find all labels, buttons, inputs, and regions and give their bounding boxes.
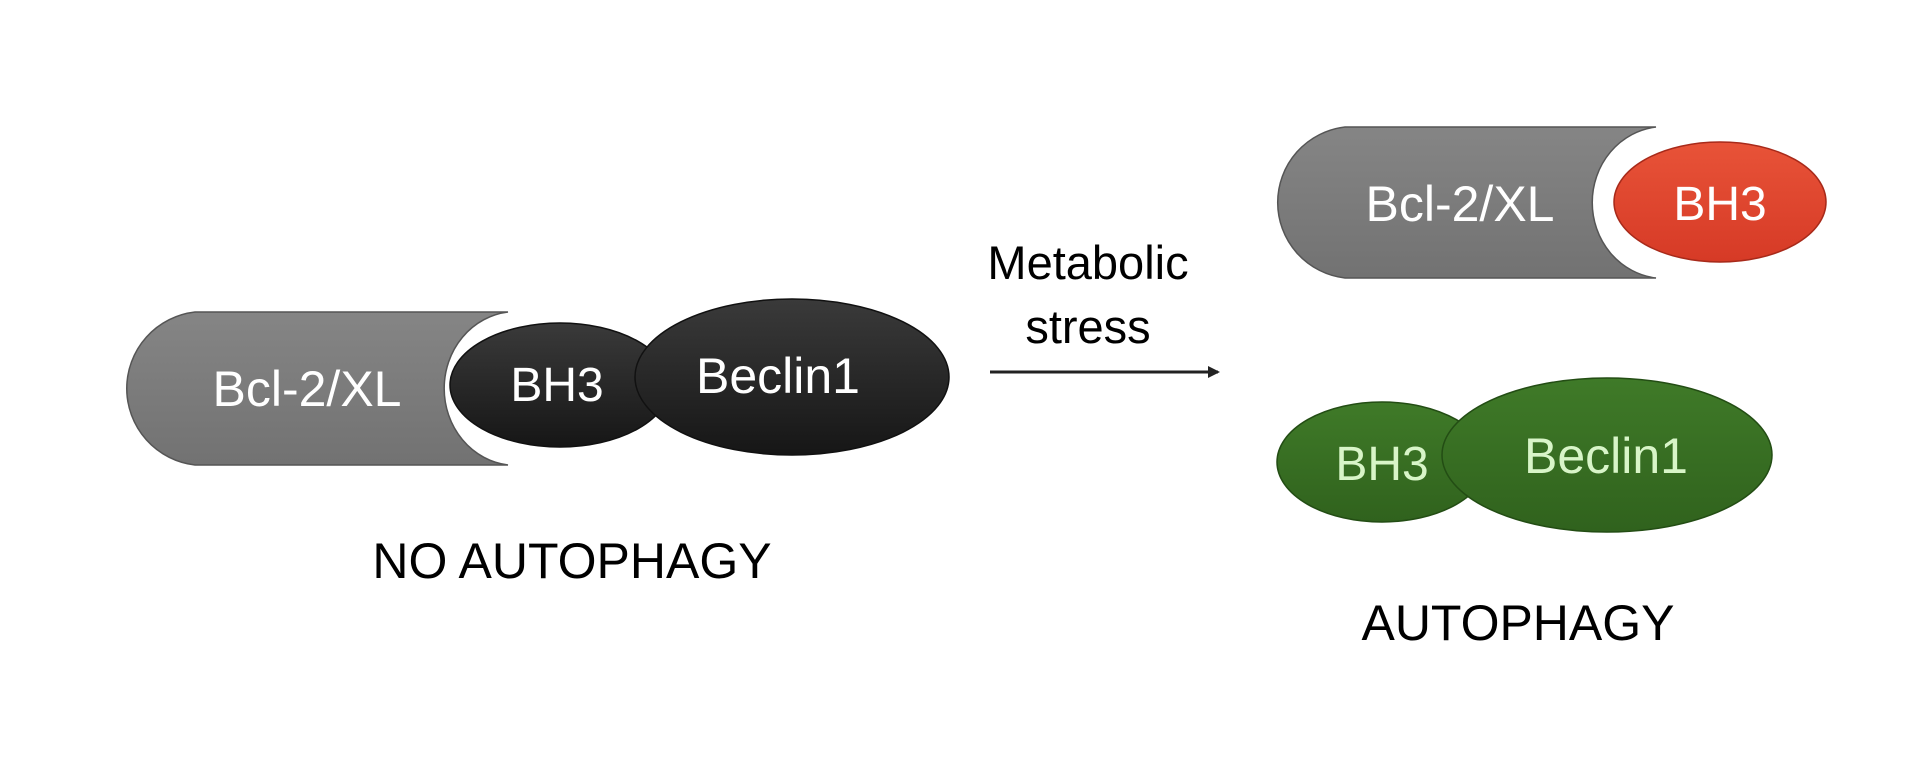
right-bcl-protein: [1277, 126, 1657, 279]
right-caption: AUTOPHAGY: [1361, 595, 1674, 651]
right-bh3-label-free: BH3: [1673, 178, 1766, 231]
left-bcl-protein: [126, 311, 509, 466]
left-complex: Bcl-2/XL BH3 Beclin1 NO AUTOPHAGY: [126, 298, 950, 589]
right-top-complex: Bcl-2/XL BH3: [1277, 126, 1827, 279]
left-caption: NO AUTOPHAGY: [372, 533, 771, 589]
right-bottom-complex: BH3 Beclin1 AUTOPHAGY: [1276, 377, 1773, 651]
left-beclin-label: Beclin1: [696, 348, 860, 404]
arrow-label-line1: Metabolic: [987, 236, 1188, 289]
transition-arrow: Metabolic stress: [987, 236, 1220, 378]
right-bh3-label: BH3: [1335, 438, 1428, 491]
left-bcl-label: Bcl-2/XL: [213, 361, 402, 417]
left-bh3-label: BH3: [510, 359, 603, 412]
right-bh3-domain-free: [1613, 141, 1827, 263]
right-beclin-protein: [1441, 377, 1773, 533]
right-bcl-label: Bcl-2/XL: [1366, 176, 1555, 232]
right-beclin-label: Beclin1: [1524, 428, 1688, 484]
arrow-label-line2: stress: [1025, 300, 1150, 353]
left-beclin-protein: [634, 298, 950, 456]
